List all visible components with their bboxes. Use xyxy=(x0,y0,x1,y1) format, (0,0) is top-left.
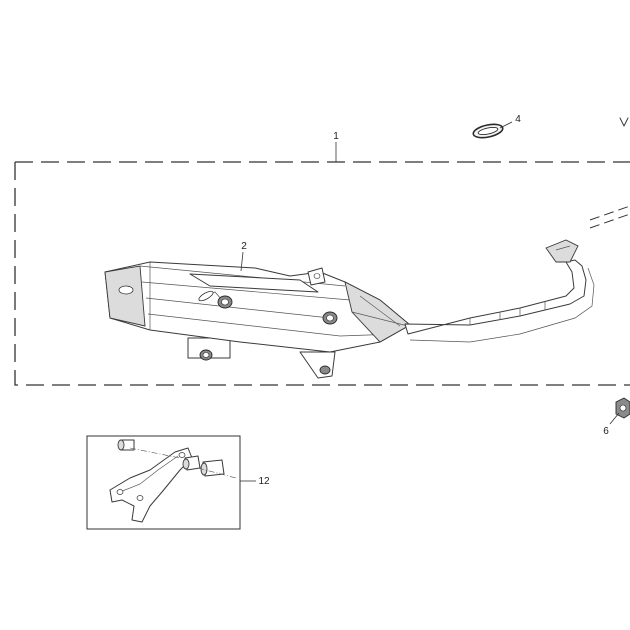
callout-2: 2 xyxy=(241,241,247,252)
callout-4: 4 xyxy=(515,114,521,125)
muffler-2 xyxy=(104,261,411,379)
assembly-boundary xyxy=(14,161,630,386)
exhaust-centerline xyxy=(589,205,630,229)
callout-12: 12 xyxy=(258,476,270,487)
nut-6 xyxy=(615,397,630,419)
header-pipe xyxy=(404,239,595,343)
leader-lines xyxy=(240,121,620,482)
gasket-4 xyxy=(472,123,504,139)
callout-6: 6 xyxy=(603,426,609,437)
edge-fragment-top-right xyxy=(619,117,629,127)
bracket-12-box xyxy=(86,435,241,530)
callout-1: 1 xyxy=(333,131,339,142)
